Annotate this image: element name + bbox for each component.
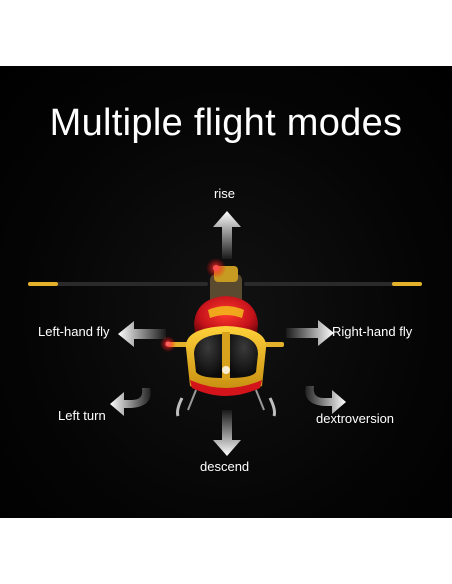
- poster-title: Multiple flight modes: [49, 102, 403, 144]
- turn-left-arrow-icon: [110, 388, 151, 416]
- turn-right-arrow-icon: [305, 386, 346, 414]
- mode-label-right-hand-fly: Right-hand fly: [332, 324, 413, 339]
- mode-label-dextroversion: dextroversion: [316, 411, 395, 426]
- mode-label-left-turn: Left turn: [58, 408, 106, 423]
- helicopter-image: [28, 258, 422, 417]
- right-arrow-icon: [286, 320, 334, 346]
- down-arrow-icon: [213, 410, 241, 456]
- up-arrow-icon: [213, 211, 241, 259]
- mode-label-left-hand-fly: Left-hand fly: [38, 324, 110, 339]
- product-poster: Multiple flight modes rise descend Left-…: [0, 66, 452, 518]
- mode-label-rise: rise: [214, 186, 235, 201]
- left-arrow-icon: [118, 321, 166, 347]
- mode-label-descend: descend: [200, 459, 250, 474]
